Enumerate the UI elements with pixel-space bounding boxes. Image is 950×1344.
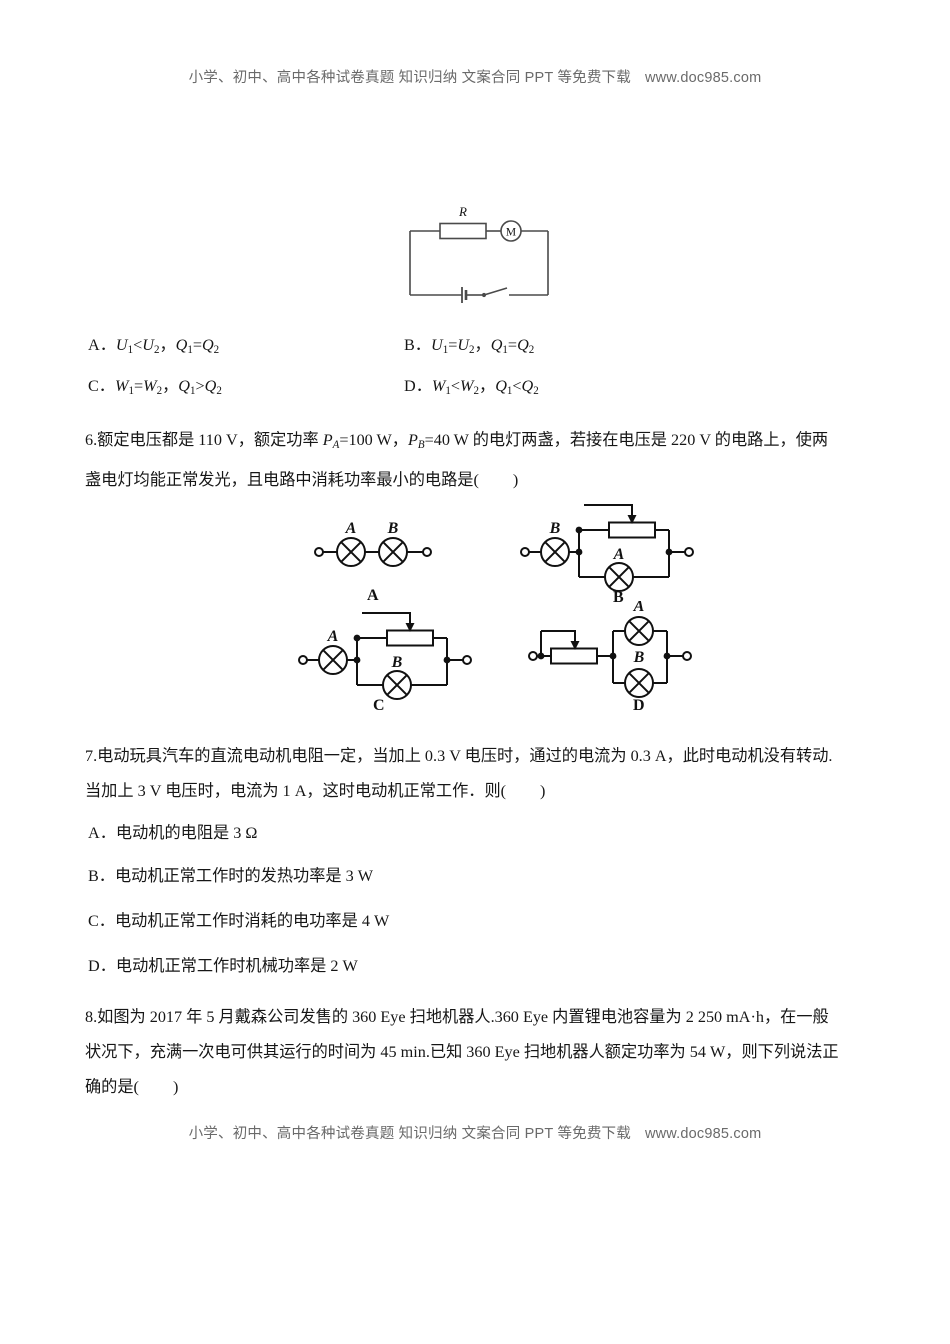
- terminal-left: [520, 547, 530, 557]
- terminal-right: [462, 655, 472, 665]
- footer-watermark-url: www.doc985.com: [644, 1126, 762, 1142]
- junction-dot-right: [663, 652, 671, 660]
- rheostat-body: [550, 647, 598, 665]
- lamp-b-cross: [382, 541, 404, 563]
- motor-symbol: [500, 220, 522, 242]
- header-watermark-text: 小学、初中、高中各种试卷真题 知识归纳 文案合同 PPT 等免费下载: [188, 70, 631, 86]
- q5-option-d-text: D．W1<W2，Q1<Q2: [404, 377, 539, 398]
- lamp-b-label: B: [549, 520, 561, 537]
- footer-watermark-text: 小学、初中、高中各种试卷真题 知识归纳 文案合同 PPT 等免费下载: [188, 1126, 631, 1142]
- lamp-b-cross: [544, 541, 566, 563]
- circuit-c-caption: C: [373, 697, 385, 714]
- q7-option-d[interactable]: D．电动机正常工作时机械功率是 2 W: [88, 951, 358, 981]
- junction-dot-top: [353, 634, 361, 642]
- footer-watermark: 小学、初中、高中各种试卷真题 知识归纳 文案合同 PPT 等免费下载 www.do…: [0, 1122, 950, 1143]
- question7-line1: 7.电动玩具汽车的直流电动机电阻一定，当加上 0.3 V 电压时，通过的电流为 …: [85, 747, 833, 765]
- q5-option-b-text: B．U1=U2，Q1=Q2: [404, 336, 535, 357]
- rheostat-slider-bracket: [584, 504, 633, 517]
- junction-dot-mid: [609, 652, 617, 660]
- rheostat-body: [386, 629, 434, 647]
- q7-option-b[interactable]: B．电动机正常工作时的发热功率是 3 W: [88, 861, 373, 891]
- circuit-figure-a: A B A: [299, 509, 479, 604]
- q7-option-a[interactable]: A．电动机的电阻是 3 Ω: [88, 818, 257, 848]
- lamp-a-cross: [628, 620, 650, 642]
- rheostat-arrow: [405, 623, 415, 632]
- lamp-a-label: A: [613, 546, 625, 563]
- switch-lever: [483, 287, 508, 296]
- q7-option-b-text: B．电动机正常工作时的发热功率是 3 W: [88, 867, 374, 885]
- terminal-left: [314, 547, 324, 557]
- terminal-left: [528, 651, 538, 661]
- rheostat-body: [608, 521, 656, 539]
- terminal-right: [684, 547, 694, 557]
- question7-line2: 当加上 3 V 电压时，电流为 1 A，这时电动机正常工作．则(): [85, 782, 546, 800]
- motor-label: M: [506, 227, 516, 239]
- question8-line1: 8.如图为 2017 年 5 月戴森公司发售的 360 Eye 扫地机器人.36…: [85, 1008, 829, 1026]
- circuit-figure-d: A B D: [525, 601, 725, 714]
- rheostat-slider-bracket: [541, 630, 576, 643]
- question8-stem: 8.如图为 2017 年 5 月戴森公司发售的 360 Eye 扫地机器人.36…: [85, 1000, 875, 1105]
- q5-option-a-text: A．U1<U2，Q1=Q2: [88, 336, 220, 357]
- junction-dot-left: [575, 548, 583, 556]
- q7-option-d-text: D．电动机正常工作时机械功率是 2 W: [88, 957, 358, 975]
- lamp-a-cross: [608, 566, 630, 588]
- q7-option-c[interactable]: C．电动机正常工作时消耗的电功率是 4 W: [88, 906, 389, 936]
- circuit-figure-c: A B C: [295, 605, 495, 714]
- rheostat-slider-bracket: [362, 612, 411, 625]
- terminal-right: [682, 651, 692, 661]
- question5-circuit-diagram: R M: [404, 201, 554, 306]
- question8-line2: 状况下，充满一次电可供其运行的时间为 45 min.已知 360 Eye 扫地机…: [85, 1043, 839, 1061]
- junction-dot-right: [665, 548, 673, 556]
- lamp-b-cross: [628, 672, 650, 694]
- circuit-d-caption: D: [633, 697, 645, 714]
- resistor-symbol: [439, 222, 487, 240]
- q5-option-c-text: C．W1=W2，Q1>Q2: [88, 377, 222, 398]
- lamp-b-label: B: [633, 649, 645, 666]
- lamp-b-label: B: [391, 654, 403, 671]
- junction-dot-left: [353, 656, 361, 664]
- q7-option-a-text: A．电动机的电阻是 3 Ω: [88, 824, 258, 842]
- rheostat-arrow: [570, 641, 580, 650]
- q5-option-b[interactable]: B．U1=U2，Q1=Q2: [404, 330, 534, 365]
- rheostat-arrow: [627, 515, 637, 524]
- q5-option-a[interactable]: A．U1<U2，Q1=Q2: [88, 330, 219, 365]
- lamp-a-label: A: [633, 601, 645, 615]
- question6-line2: 盏电灯均能正常发光，且电路中消耗功率最小的电路是(): [85, 471, 519, 490]
- header-watermark: 小学、初中、高中各种试卷真题 知识归纳 文案合同 PPT 等免费下载 www.do…: [0, 66, 950, 87]
- junction-dot-top: [575, 526, 583, 534]
- junction-dot-left: [537, 652, 545, 660]
- lamp-a-label: A: [327, 628, 339, 645]
- q5-option-c[interactable]: C．W1=W2，Q1>Q2: [88, 371, 222, 406]
- resistor-label: R: [458, 204, 467, 219]
- lamp-a-label: A: [345, 520, 357, 537]
- terminal-right: [422, 547, 432, 557]
- q7-option-c-text: C．电动机正常工作时消耗的电功率是 4 W: [88, 912, 390, 930]
- circuit-a-caption: A: [367, 587, 379, 604]
- question8-line3: 确的是(): [85, 1078, 179, 1096]
- circuit-b-caption: B: [613, 589, 624, 606]
- lamp-a-cross: [322, 649, 344, 671]
- lamp-a-cross: [340, 541, 362, 563]
- header-watermark-url: www.doc985.com: [644, 70, 762, 86]
- question6-line1: 6.额定电压都是 110 V，额定功率 PA=100 W，PB=40 W 的电灯…: [85, 431, 829, 452]
- question6-stem: 6.额定电压都是 110 V，额定功率 PA=100 W，PB=40 W 的电灯…: [85, 423, 875, 498]
- junction-dot-right: [443, 656, 451, 664]
- question6-circuit-figures: A B A: [285, 497, 730, 714]
- lamp-b-cross: [386, 674, 408, 696]
- question7-stem: 7.电动玩具汽车的直流电动机电阻一定，当加上 0.3 V 电压时，通过的电流为 …: [85, 739, 875, 809]
- q5-option-d[interactable]: D．W1<W2，Q1<Q2: [404, 371, 539, 406]
- lamp-b-label: B: [387, 520, 399, 537]
- circuit-figure-b: B A B: [517, 497, 717, 606]
- terminal-left: [298, 655, 308, 665]
